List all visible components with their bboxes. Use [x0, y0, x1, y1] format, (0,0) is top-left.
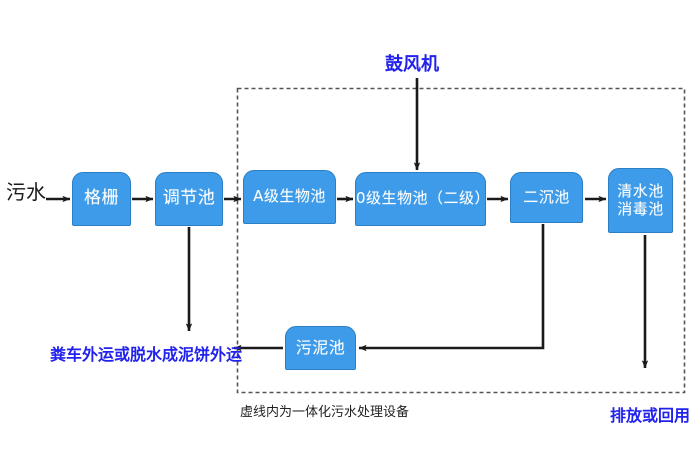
node-secondary-settling-tank[interactable]: 二沉池 — [510, 172, 583, 223]
node-a-stage-bio-tank[interactable]: A级生物池 — [243, 170, 336, 224]
node-regulating-tank-label: 调节池 — [162, 188, 216, 209]
node-sludge-tank[interactable]: 污泥池 — [285, 326, 356, 370]
label-influent: 污水 — [6, 180, 46, 204]
node-clearwater-disinfection-tank[interactable]: 清水池 消毒池 — [608, 168, 673, 233]
node-regulating-tank[interactable]: 调节池 — [155, 172, 223, 226]
label-dashed-box-caption: 虚线内为一体化污水处理设备 — [240, 405, 410, 420]
node-secondary-settling-tank-label: 二沉池 — [523, 187, 570, 206]
label-blower: 鼓风机 — [385, 54, 439, 75]
label-discharge-or-reuse: 排放或回用 — [610, 406, 691, 425]
node-o-stage-bio-tank[interactable]: 0级生物池（二级） — [355, 172, 491, 226]
node-grid[interactable]: 格栅 — [72, 172, 131, 226]
node-clearwater-disinfection-tank-label: 清水池 消毒池 — [617, 182, 664, 218]
integrated-equipment-dashed-box — [236, 87, 686, 394]
label-sludge-transport-out: 粪车外运或脱水成泥饼外运 — [50, 345, 243, 364]
node-sludge-tank-label: 污泥池 — [295, 337, 346, 357]
edge-settle2-to-sludge — [358, 224, 545, 352]
node-grid-label: 格栅 — [84, 188, 119, 209]
node-o-stage-bio-tank-label: 0级生物池（二级） — [356, 189, 491, 208]
node-a-stage-bio-tank-label: A级生物池 — [253, 187, 326, 206]
